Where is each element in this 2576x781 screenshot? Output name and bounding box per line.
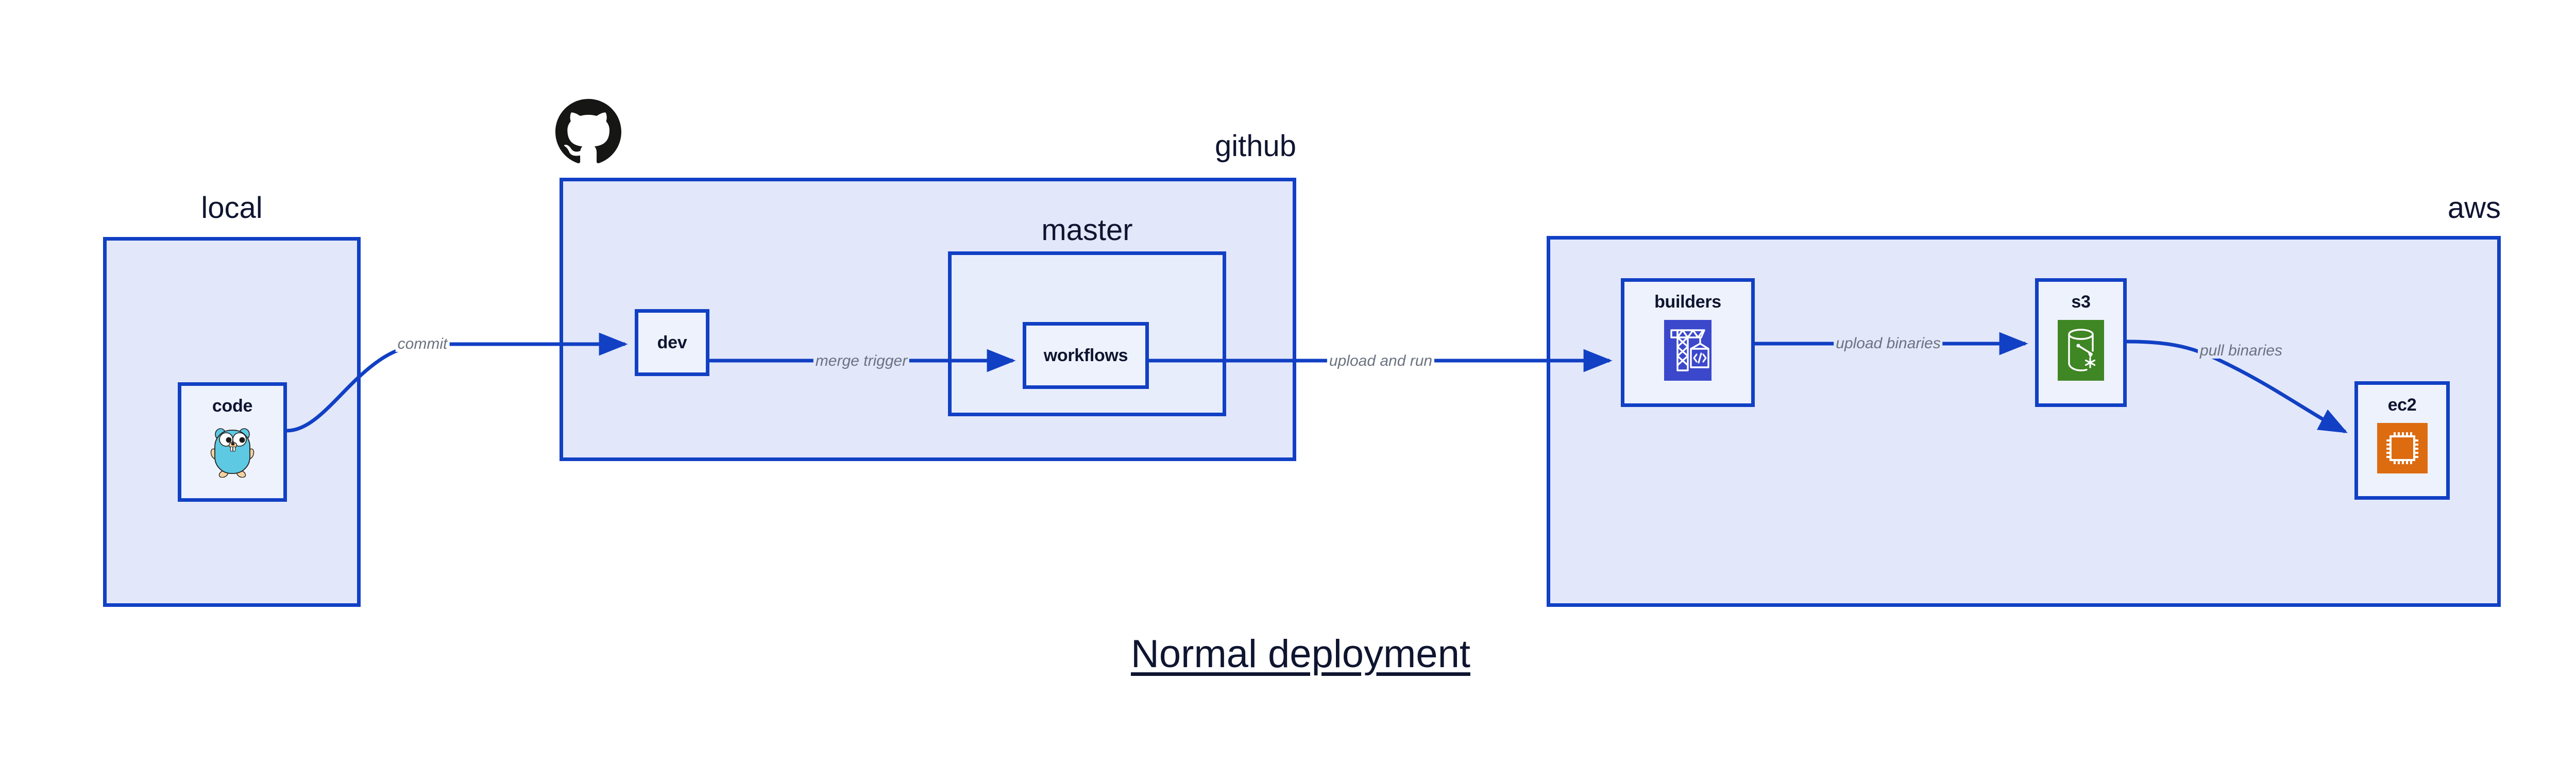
node-ec2[interactable]: ec2 [2354, 381, 2450, 500]
diagram-title: Normal deployment [1131, 632, 1470, 676]
aws-codebuild-icon [1664, 320, 1711, 381]
go-gopher-icon [210, 424, 255, 480]
edge-label-merge-trigger: merge trigger [813, 353, 910, 369]
node-dev[interactable]: dev [635, 309, 709, 376]
edge-label-pull-binaries: pull binaries [2197, 343, 2285, 359]
group-label-github: github [1214, 129, 1296, 163]
node-code[interactable]: code [178, 382, 287, 502]
node-builders[interactable]: builders [1621, 278, 1755, 407]
aws-s3-icon [2058, 320, 2104, 381]
edge-label-commit: commit [395, 336, 450, 352]
group-label-local: local [201, 191, 263, 225]
edge-label-upload-and-run: upload and run [1327, 353, 1435, 369]
node-builders-label: builders [1654, 292, 1721, 312]
node-ec2-label: ec2 [2387, 395, 2417, 415]
node-workflows-label: workflows [1043, 346, 1128, 365]
github-octocat-icon [555, 99, 621, 167]
group-label-aws: aws [2447, 191, 2501, 225]
node-code-label: code [212, 396, 253, 416]
node-s3-label: s3 [2071, 292, 2091, 312]
node-s3[interactable]: s3 [2035, 278, 2127, 407]
aws-ec2-icon [2377, 423, 2428, 473]
subgroup-label-master: master [1041, 213, 1133, 247]
node-dev-label: dev [657, 333, 687, 352]
node-workflows[interactable]: workflows [1023, 322, 1149, 389]
edge-label-upload-binaries: upload binaries [1834, 336, 1943, 351]
